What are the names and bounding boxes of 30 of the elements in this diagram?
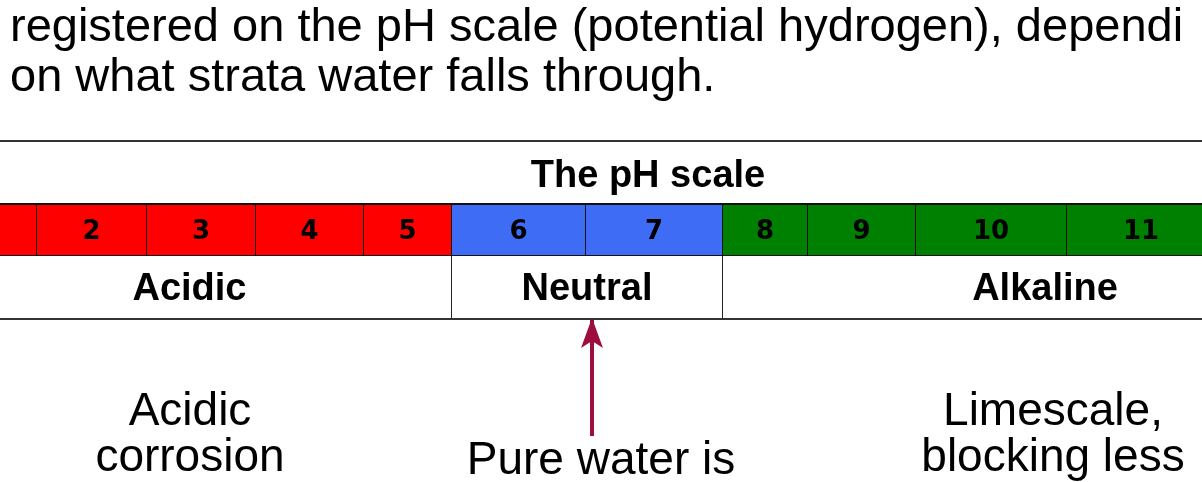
arrow [581,318,603,436]
ph-value: 3 [191,215,211,245]
ph-value: 7 [644,215,664,245]
category-label: Neutral [521,265,653,309]
ph-cell [723,203,808,256]
ph-value: 11 [1122,215,1160,245]
annotation-text: Pure water is [465,436,737,480]
ph-value: 8 [755,215,775,245]
ph-cell [808,203,916,256]
ph-cell [1067,203,1202,256]
ph-cell [147,203,256,256]
ph-cell [0,203,37,256]
ph-cell [256,203,364,256]
ph-value: 10 [972,215,1010,245]
ph-value: 6 [509,215,528,245]
ph-cell [586,203,723,256]
ph-value: 5 [398,215,417,245]
ph-scale-table [0,140,1202,320]
category-label: Alkaline [972,265,1118,309]
ph-value: 2 [82,215,101,245]
ph-cell [37,203,147,256]
table-title: The pH scale [530,152,766,196]
intro-paragraph: registered on the pH scale (potential hydrogen), dependi on what strata water falls through. [10,0,1185,100]
ph-cell [364,203,452,256]
category-label: Acidic [132,265,247,309]
ph-value: 4 [300,215,319,245]
ph-value: 9 [852,215,871,245]
ph-cell [452,203,586,256]
ph-cell [916,203,1067,256]
annotation-text: Acidic corrosion [94,386,286,478]
